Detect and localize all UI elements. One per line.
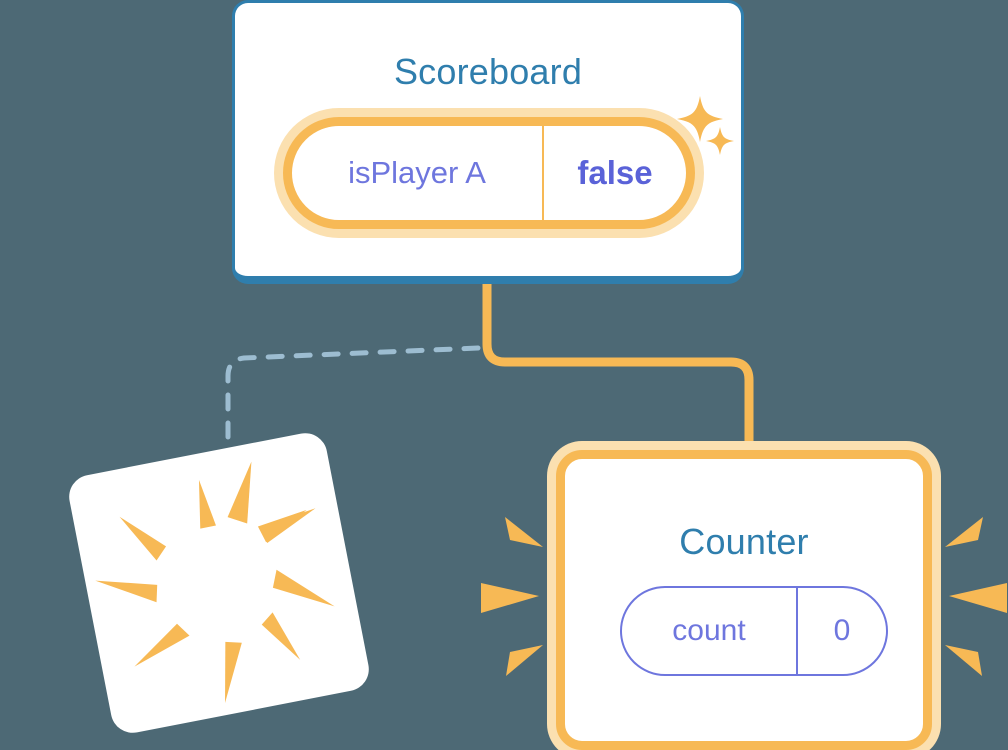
burst-ray [225,641,242,704]
burst-ray [945,645,982,676]
scoreboard-state-value: false [577,154,653,191]
counter-state-key: count [622,588,798,674]
scoreboard-title: Scoreboard [393,51,583,92]
burst-ray [945,517,983,547]
burst-ray [481,583,539,613]
burst-ray [272,569,335,607]
burst-ray [505,517,543,547]
burst-ray [261,612,301,660]
burst-ray [506,645,543,676]
counter-state-value: 0 [833,614,851,647]
burst-ray [949,583,1007,613]
burst-ray [227,461,252,524]
counter-state-pill[interactable]: count 0 [620,586,888,676]
burst-ray [95,580,158,603]
scoreboard-state-pill[interactable]: isPlayer A false [283,117,695,229]
counter-title: Counter [679,521,809,562]
node-card-counter[interactable]: Counter count 0 [556,450,932,750]
scoreboard-state-key: isPlayer A [292,126,544,220]
burst-ray [257,509,307,543]
burst-ray [119,516,167,561]
burst-ray [259,508,316,544]
burst-ray [134,623,190,667]
node-card-scoreboard[interactable]: Scoreboard isPlayer A false [232,0,744,284]
burst-rays-icon [95,461,335,704]
burst-ray [198,479,216,529]
node-card-burst[interactable] [65,429,373,737]
edge-scoreboard-to-counter [482,284,754,462]
